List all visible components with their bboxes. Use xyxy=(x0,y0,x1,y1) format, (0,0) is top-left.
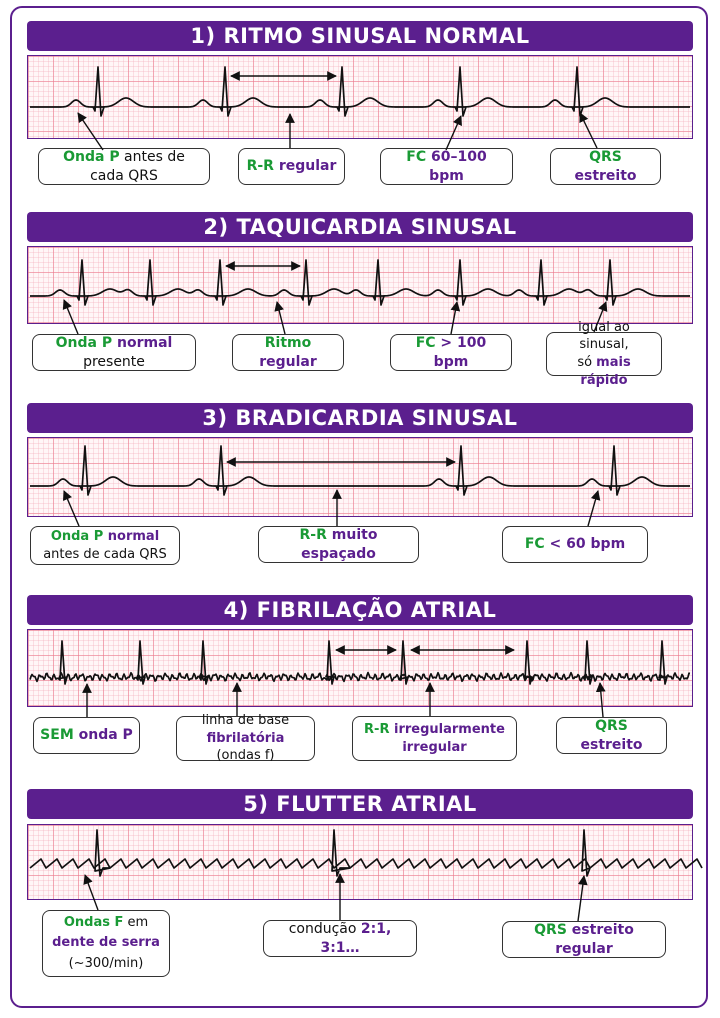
pointer-5-1 xyxy=(83,874,99,911)
label-3-3: FC < 60 bpm xyxy=(502,526,648,563)
pointer-5-3 xyxy=(577,875,588,922)
section-3-title: 3) BRADICARDIA SINUSAL xyxy=(27,403,693,433)
label-5-2: condução 2:1, 3:1… xyxy=(263,920,417,957)
ecg-trace-sinus-normal xyxy=(30,66,690,117)
pointer-1-3 xyxy=(445,115,462,151)
pointer-3-3 xyxy=(587,490,601,527)
section-2-title: 2) TAQUICARDIA SINUSAL xyxy=(27,212,693,242)
label-4-4: QRS estreito xyxy=(556,717,667,754)
label-1-1: Onda P antes de cada QRS xyxy=(38,148,210,185)
pointer-3-1 xyxy=(62,490,80,527)
pointer-4-4 xyxy=(595,682,606,718)
label-1-2: R-R regular xyxy=(238,148,345,185)
ecg-trace-bradycardia xyxy=(30,445,690,496)
pointer-2-4 xyxy=(593,301,608,333)
ecg-strip-2 xyxy=(27,246,693,324)
label-1-4: QRS estreito xyxy=(550,148,661,185)
label-5-3: QRS estreito regular xyxy=(502,921,666,958)
pointer-1-4 xyxy=(579,112,598,149)
ecg-trace-tachycardia xyxy=(30,259,690,306)
label-2-1: Onda P normal presente xyxy=(32,334,196,371)
pointer-2-3 xyxy=(450,301,461,335)
pointer-2-1 xyxy=(62,299,79,335)
label-2-4: igual ao sinusal,só mais rápido xyxy=(546,320,662,388)
section-5-title: 5) FLUTTER ATRIAL xyxy=(27,789,693,819)
label-4-1: SEM onda P xyxy=(33,717,140,754)
ecg-trace-atrial-fibrillation xyxy=(29,640,691,685)
label-3-2: R-R muito espaçado xyxy=(258,526,419,563)
pointer-1-1 xyxy=(77,112,104,151)
ecg-strip-3 xyxy=(27,437,693,517)
label-2-3: FC > 100 bpm xyxy=(390,334,512,371)
section-1-title: 1) RITMO SINUSAL NORMAL xyxy=(27,21,693,51)
ecg-strip-1 xyxy=(27,55,693,139)
ecg-trace-atrial-flutter xyxy=(29,829,703,877)
pointer-2-2 xyxy=(274,301,286,335)
section-4-title: 4) FIBRILAÇÃO ATRIAL xyxy=(27,595,693,625)
label-2-2: Ritmo regular xyxy=(232,334,344,371)
